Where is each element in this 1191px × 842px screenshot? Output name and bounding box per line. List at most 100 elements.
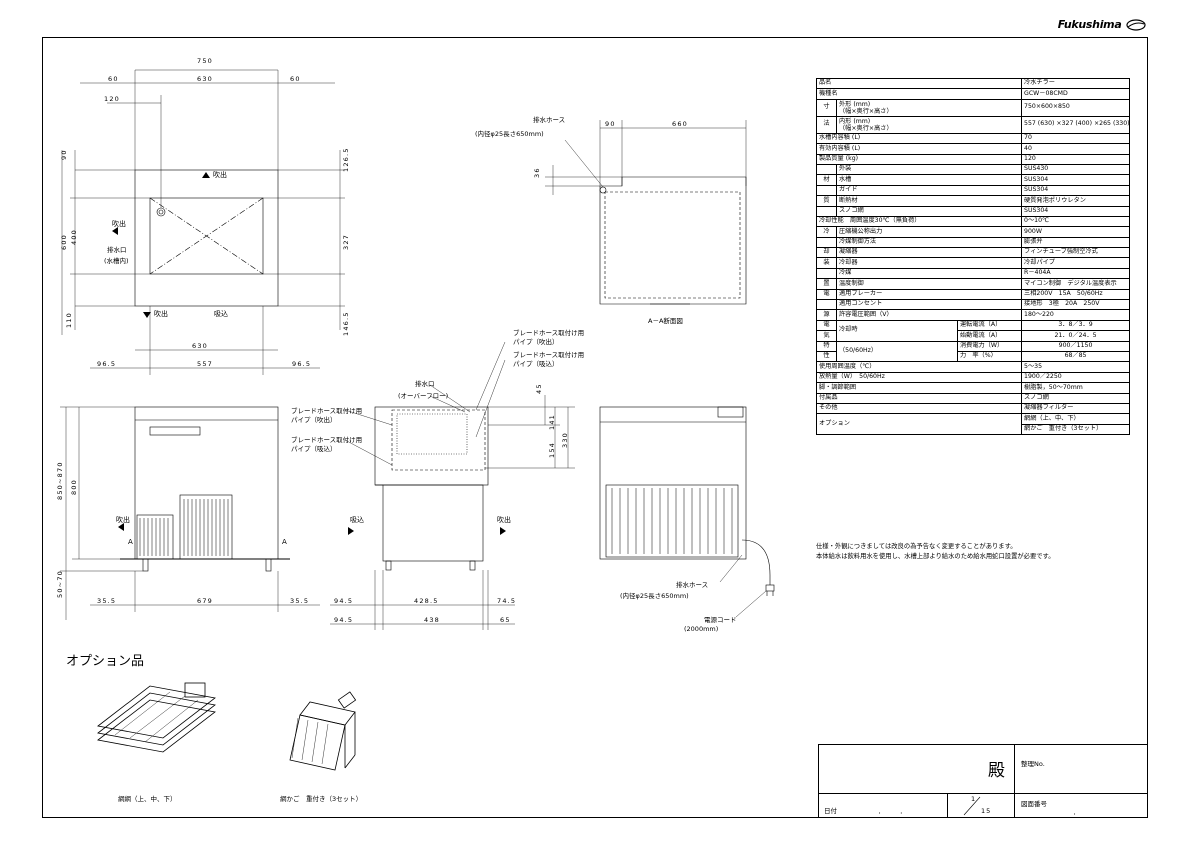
spec-cell: 68／85 — [1021, 350, 1131, 363]
title-drawing-box — [1014, 793, 1148, 818]
side-dim-141: 141 — [548, 413, 556, 430]
dim-depth-inner: 400 — [70, 228, 78, 245]
scale-den: 15 — [981, 807, 992, 815]
spec-cell: 180～220 — [1021, 309, 1131, 321]
label-drain-note: (水槽内) — [104, 257, 129, 265]
spec-row: 質断熱材硬質発泡ポリウレタン — [816, 195, 1131, 207]
date-value: ． ． — [878, 807, 913, 815]
spec-cell: R－404A — [1021, 267, 1131, 280]
front-dim-legs: 50~70 — [56, 570, 64, 598]
spec-row: 却凝縮器フィンチューブ強制空冷式 — [816, 247, 1131, 259]
side-dim-154: 154 — [548, 441, 556, 458]
spec-cell: 21．0／24．5 — [1021, 330, 1131, 342]
drawing-no-label: 図面番号 — [1021, 800, 1047, 808]
side-fitting-in: ブレードホース取付け用 — [291, 436, 363, 444]
spec-cell: 1900／2250 — [1021, 371, 1131, 384]
date-label: 日付 — [824, 807, 837, 815]
front-dim-height-body: 800 — [70, 478, 78, 495]
spec-cell: 3．8／3．9 — [1021, 319, 1131, 332]
spec-cell: 40 — [1021, 143, 1131, 155]
spec-cell: スノコ網 — [1021, 392, 1131, 404]
spec-cell: 557 (630) ×327 (400) ×265 (330) — [1021, 115, 1131, 134]
arrow-right-icon — [348, 527, 354, 535]
dim-bottom-inner: 630 — [192, 342, 209, 350]
spec-cell: 法 — [816, 115, 837, 134]
rear-view-outline — [599, 406, 775, 596]
spec-cell: SUS304 — [1021, 174, 1131, 186]
drawing-no-value: ． — [1073, 808, 1080, 816]
spec-cell: 装 — [816, 257, 837, 269]
spec-cell: 材 — [816, 174, 837, 186]
honorific: 殿 — [988, 761, 1005, 781]
spec-cell: 始動電流（A） — [956, 330, 1023, 342]
spec-cell — [816, 184, 837, 197]
label-outlet-left: 吹出 — [112, 220, 126, 228]
spec-cell: オプション — [815, 413, 1023, 436]
side-dim-c2: 438 — [424, 616, 441, 624]
spec-row: 有効内容積 (L)40 — [815, 143, 1131, 155]
spec-cell: 冷却性能 周囲温度30℃（無負荷） — [815, 215, 1023, 228]
spec-cell: 源 — [816, 309, 837, 321]
spec-cell: 網網（上、中、下） — [1021, 413, 1131, 425]
spec-cell: 気 — [816, 330, 837, 342]
side-r-fitting-in2: パイプ（吸込） — [513, 360, 559, 368]
spec-cell: 使用周囲温度（℃） — [815, 361, 1023, 373]
spec-cell: 圧縮機公称出力 — [835, 226, 1023, 238]
spec-cell: 凝縮器フィルター — [1021, 402, 1131, 415]
spec-row: 使用周囲温度（℃）5～35 — [815, 361, 1131, 373]
side-r-fitting-in: ブレードホース取付け用 — [513, 351, 585, 359]
spec-cell: 接地形 3極 20A 250V — [1021, 299, 1131, 311]
spec-cell: フィンチューブ強制空冷式 — [1021, 247, 1131, 259]
spec-cell: 膨張弁 — [1021, 236, 1131, 249]
spec-cell: 外形 (mm) （幅×奥行×高さ） — [835, 98, 1023, 117]
front-dim-mid: 679 — [197, 597, 214, 605]
section-view-dims — [545, 120, 747, 195]
spec-row: 源許容電圧範囲（V）180～220 — [816, 309, 1131, 321]
rear-view-grill — [611, 488, 733, 554]
brand-logo-mark — [1126, 19, 1146, 31]
spec-cell: スノコ網 — [835, 205, 1023, 217]
dim-overall-width: 750 — [197, 57, 214, 65]
spec-cell: （50/60Hz） — [836, 340, 958, 363]
notes: 仕様・外観につきましては改良の為予告なく変更することがあります。 本体給水は飲料… — [816, 542, 1055, 562]
side-view-leaders — [344, 341, 506, 466]
spec-cell: 外装 — [835, 163, 1023, 176]
label-drain-port: 排水口 — [107, 246, 127, 254]
sheet-frame — [42, 37, 1148, 818]
scale-num: 1 — [971, 795, 976, 803]
spec-cell: 付属品 — [815, 392, 1023, 404]
spec-cell: 性 — [816, 350, 837, 363]
spec-cell: 却 — [816, 247, 837, 259]
spec-cell: 製品質量 (kg) — [815, 153, 1023, 165]
spec-row: 寸外形 (mm) （幅×奥行×高さ）750×600×850 — [816, 98, 1131, 117]
top-view-outline — [134, 169, 279, 307]
dim-right-margin: 60 — [290, 75, 301, 83]
spec-cell: その他 — [815, 402, 1023, 415]
spec-cell: 硬質発泡ポリウレタン — [1021, 195, 1131, 207]
front-label-outlet: 吹出 — [116, 516, 130, 524]
dim-right-bottom: 146.5 — [342, 311, 350, 336]
side-fitting-out2: パイプ（吹出） — [291, 416, 337, 424]
spec-row: 製品質量 (kg)120 — [815, 153, 1131, 165]
spec-row: 電冷却時運転電流（A）3．8／3．9 — [816, 319, 1131, 342]
option-item-shelf: 網網（上、中、下） — [118, 795, 177, 803]
side-fitting-in2: パイプ（吸込） — [291, 445, 337, 453]
spec-cell: ガイド — [835, 184, 1023, 197]
spec-cell: 電 — [816, 319, 837, 332]
option-shelf-drawing — [97, 682, 216, 753]
spec-cell — [816, 267, 837, 280]
spec-cell: 放熱量（W） 50/60Hz — [815, 371, 1023, 384]
dim-bottom-mid: 557 — [197, 360, 214, 368]
arrow-right-icon — [500, 527, 506, 535]
spec-cell: 特 — [816, 340, 837, 353]
spec-row: 網かご 重付き（3セット） — [817, 423, 1131, 436]
note-line: 仕様・外観につきましては改良の為予告なく変更することがあります。 — [816, 543, 1017, 550]
